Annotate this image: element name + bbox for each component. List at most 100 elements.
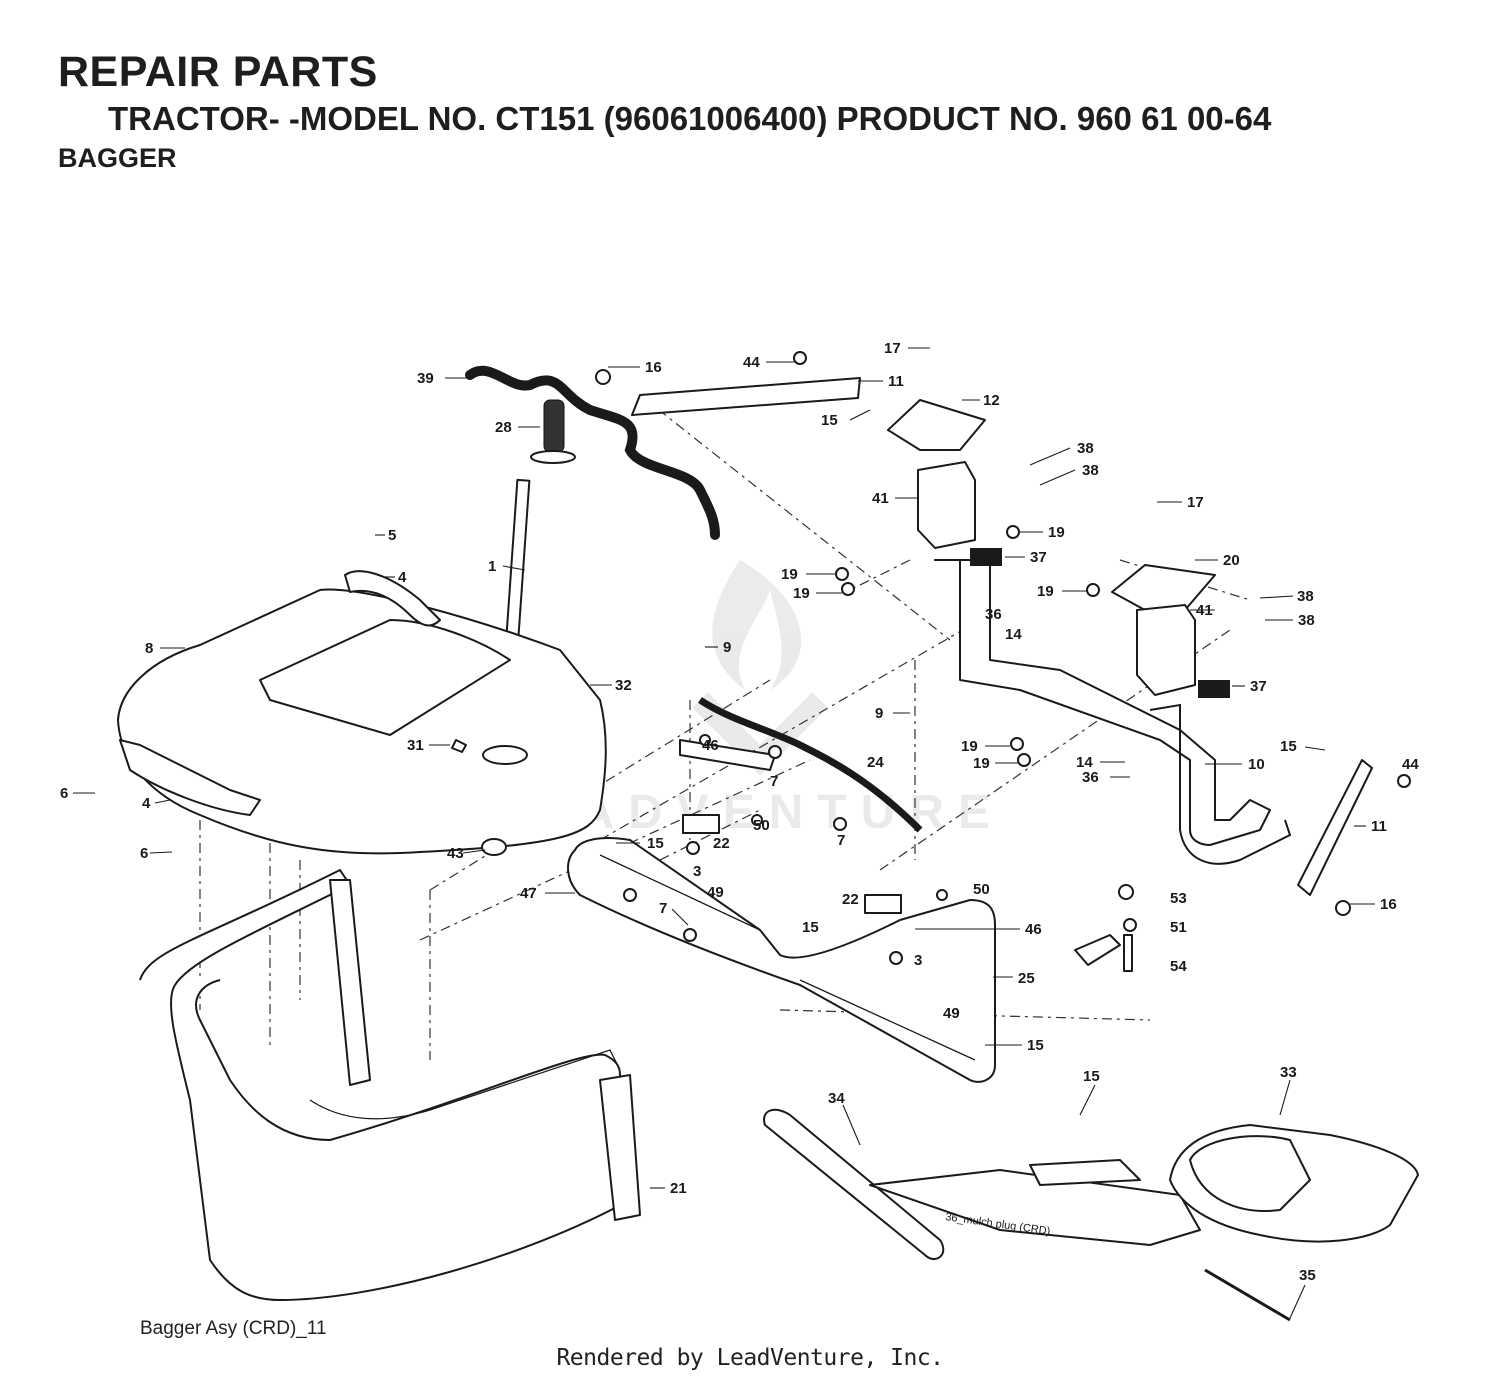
model-subtitle: TRACTOR- -MODEL NO. CT151 (96061006400) …	[108, 100, 1272, 137]
callout-44b: 44	[1402, 756, 1419, 773]
cover-hole	[482, 745, 528, 765]
callout-3b: 3	[914, 952, 922, 969]
bolt-54	[1123, 934, 1133, 972]
callout-6: 6	[60, 785, 68, 802]
cap-37-b	[1198, 680, 1230, 698]
callout-51: 51	[1170, 919, 1187, 936]
callout-46b: 46	[1025, 921, 1042, 938]
frame-47	[567, 837, 996, 1083]
bracket-11-top	[631, 377, 861, 416]
callout-3: 3	[693, 863, 701, 880]
callout-5: 5	[388, 527, 396, 544]
callout-19b: 19	[781, 566, 798, 583]
callout-24: 24	[867, 754, 884, 771]
tube-34	[763, 1108, 945, 1260]
callout-17: 17	[884, 340, 901, 357]
clamp-41-b	[1136, 604, 1196, 696]
callout-22b: 22	[842, 891, 859, 908]
callout-16b: 16	[1380, 896, 1397, 913]
leader-lines	[73, 347, 1375, 1319]
callout-37b: 37	[1250, 678, 1267, 695]
bag-21	[139, 869, 631, 1301]
callout-38: 38	[1077, 440, 1094, 457]
callout-14b: 14	[1076, 754, 1093, 771]
bracket-20	[1111, 564, 1216, 611]
rendered-by-footer: Rendered by LeadVenture, Inc.	[556, 1345, 944, 1371]
callout-10: 10	[1248, 756, 1265, 773]
callout-14: 14	[1005, 626, 1022, 643]
support-arm-10	[934, 559, 1271, 846]
callout-19c: 19	[793, 585, 810, 602]
callout-19d: 19	[1037, 583, 1054, 600]
callout-47: 47	[520, 885, 537, 902]
callout-15f: 15	[1083, 1068, 1100, 1085]
callout-36: 36	[985, 606, 1002, 623]
callout-28: 28	[495, 419, 512, 436]
callout-9: 9	[723, 639, 731, 656]
callout-49b: 49	[943, 1005, 960, 1022]
mulch-plug-36	[869, 1169, 1201, 1246]
callout-12: 12	[983, 392, 1000, 409]
page-title: REPAIR PARTS	[58, 48, 378, 96]
bag-side-strip	[599, 1074, 641, 1221]
callout-22: 22	[713, 835, 730, 852]
clamp-41-a	[917, 461, 976, 549]
callout-50b: 50	[973, 881, 990, 898]
cover-recess	[259, 619, 511, 736]
callout-7: 7	[770, 773, 778, 790]
bag-floor-edge	[309, 1049, 621, 1120]
pin-35	[1204, 1268, 1291, 1322]
callout-50: 50	[753, 817, 770, 834]
callout-7b: 7	[837, 832, 845, 849]
lever-51	[1074, 934, 1121, 966]
section-heading: BAGGER	[58, 143, 177, 173]
callout-38c: 38	[1297, 588, 1314, 605]
support-arm-10-front	[1149, 703, 1292, 865]
callout-15e: 15	[1027, 1037, 1044, 1054]
callout-4b: 4	[142, 795, 151, 812]
callout-41: 41	[872, 490, 889, 507]
callout-39: 39	[417, 370, 434, 387]
callout-21: 21	[670, 1180, 687, 1197]
callout-37: 37	[1030, 549, 1047, 566]
callout-15b: 15	[1280, 738, 1297, 755]
hardware-nuts	[595, 351, 1411, 965]
cap-37-a	[970, 548, 1002, 566]
callout-19e: 19	[961, 738, 978, 755]
callout-54: 54	[1170, 958, 1187, 975]
callout-38d: 38	[1298, 612, 1315, 629]
grip-washer	[530, 450, 576, 464]
handle-4-top	[344, 570, 441, 627]
callout-19f: 19	[973, 755, 990, 772]
callout-8: 8	[145, 640, 153, 657]
callout-53: 53	[1170, 890, 1187, 907]
callout-9b: 9	[875, 705, 883, 722]
callout-4: 4	[398, 569, 407, 586]
mulch-plug-lip	[1029, 1159, 1141, 1186]
bracket-top	[679, 739, 776, 771]
callout-7c: 7	[659, 900, 667, 917]
callout-11: 11	[888, 373, 904, 390]
callout-35: 35	[1299, 1267, 1316, 1284]
handle-bar-39	[465, 365, 720, 540]
callout-20: 20	[1223, 552, 1240, 569]
callout-16: 16	[645, 359, 662, 376]
callout-49: 49	[707, 884, 724, 901]
callout-31: 31	[407, 737, 424, 754]
callout-38b: 38	[1082, 462, 1099, 479]
callout-6b: 6	[140, 845, 148, 862]
callout-15: 15	[821, 412, 838, 429]
callout-25: 25	[1018, 970, 1035, 987]
bracket-12	[887, 399, 986, 451]
callout-43: 43	[447, 845, 464, 862]
callout-44: 44	[743, 354, 760, 371]
callout-32: 32	[615, 677, 632, 694]
callout-1: 1	[488, 558, 496, 575]
bracket-11-right	[1297, 759, 1373, 896]
callout-34: 34	[828, 1090, 845, 1107]
rod-24	[698, 697, 923, 833]
callout-33: 33	[1280, 1064, 1297, 1081]
hinge-22-a	[682, 814, 720, 834]
callout-19: 19	[1048, 524, 1065, 541]
grip-28	[543, 399, 565, 453]
